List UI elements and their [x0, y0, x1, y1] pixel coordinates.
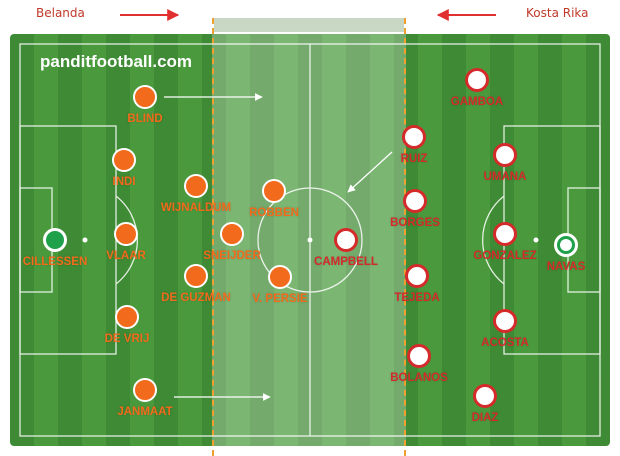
player-name: BOLANOS — [390, 372, 448, 384]
player-name: BORGES — [390, 217, 440, 229]
player-name: UMANA — [483, 171, 527, 183]
player-marker — [402, 125, 426, 149]
player-marker — [493, 143, 517, 167]
brand-watermark: panditfootball.com — [40, 52, 193, 71]
player-marker — [268, 265, 292, 289]
player-name: WIJNALDUM — [160, 202, 232, 214]
player-marker — [493, 222, 517, 246]
player-name: TEJEDA — [394, 292, 440, 304]
goalkeeper-marker — [43, 228, 67, 252]
team-label-costa-rica: Kosta Rika — [526, 6, 589, 20]
player-name: BLIND — [127, 113, 163, 125]
player-marker — [493, 309, 517, 333]
player-name: DE VRIJ — [104, 333, 150, 345]
player-name: VLAAR — [106, 250, 146, 262]
player-marker — [465, 68, 489, 92]
player-marker — [334, 228, 358, 252]
player-name: ACOSTA — [481, 337, 529, 349]
player-name: V. PERSIE — [252, 293, 308, 305]
player-name: CILLESSEN — [22, 256, 88, 268]
player-marker — [262, 179, 286, 203]
player-name: DIAZ — [471, 412, 499, 424]
player-marker — [115, 305, 139, 329]
player-name: ROBBEN — [249, 207, 299, 219]
player-marker — [405, 264, 429, 288]
player-marker — [220, 222, 244, 246]
player-name: INDI — [112, 176, 136, 188]
player-marker — [112, 148, 136, 172]
player-marker — [407, 344, 431, 368]
player-marker — [114, 222, 138, 246]
player-name: GONZALEZ — [473, 250, 537, 262]
player-name: GAMBOA — [450, 96, 504, 108]
player-marker — [184, 264, 208, 288]
player-name: DE GUZMAN — [161, 292, 231, 304]
player-marker — [184, 174, 208, 198]
player-name: JANMAAT — [117, 406, 173, 418]
player-marker — [133, 85, 157, 109]
player-marker — [133, 378, 157, 402]
player-name: NAVAS — [546, 261, 586, 273]
player-name: RUIZ — [400, 153, 428, 165]
midfield-zone — [212, 18, 406, 456]
midfield-zone-cap — [214, 18, 404, 32]
player-name: CAMPBELL — [314, 256, 378, 268]
player-marker — [473, 384, 497, 408]
player-marker — [403, 189, 427, 213]
team-label-netherlands: Belanda — [36, 6, 85, 20]
goalkeeper-marker — [554, 233, 578, 257]
player-name: SNEIJDER — [203, 250, 261, 262]
